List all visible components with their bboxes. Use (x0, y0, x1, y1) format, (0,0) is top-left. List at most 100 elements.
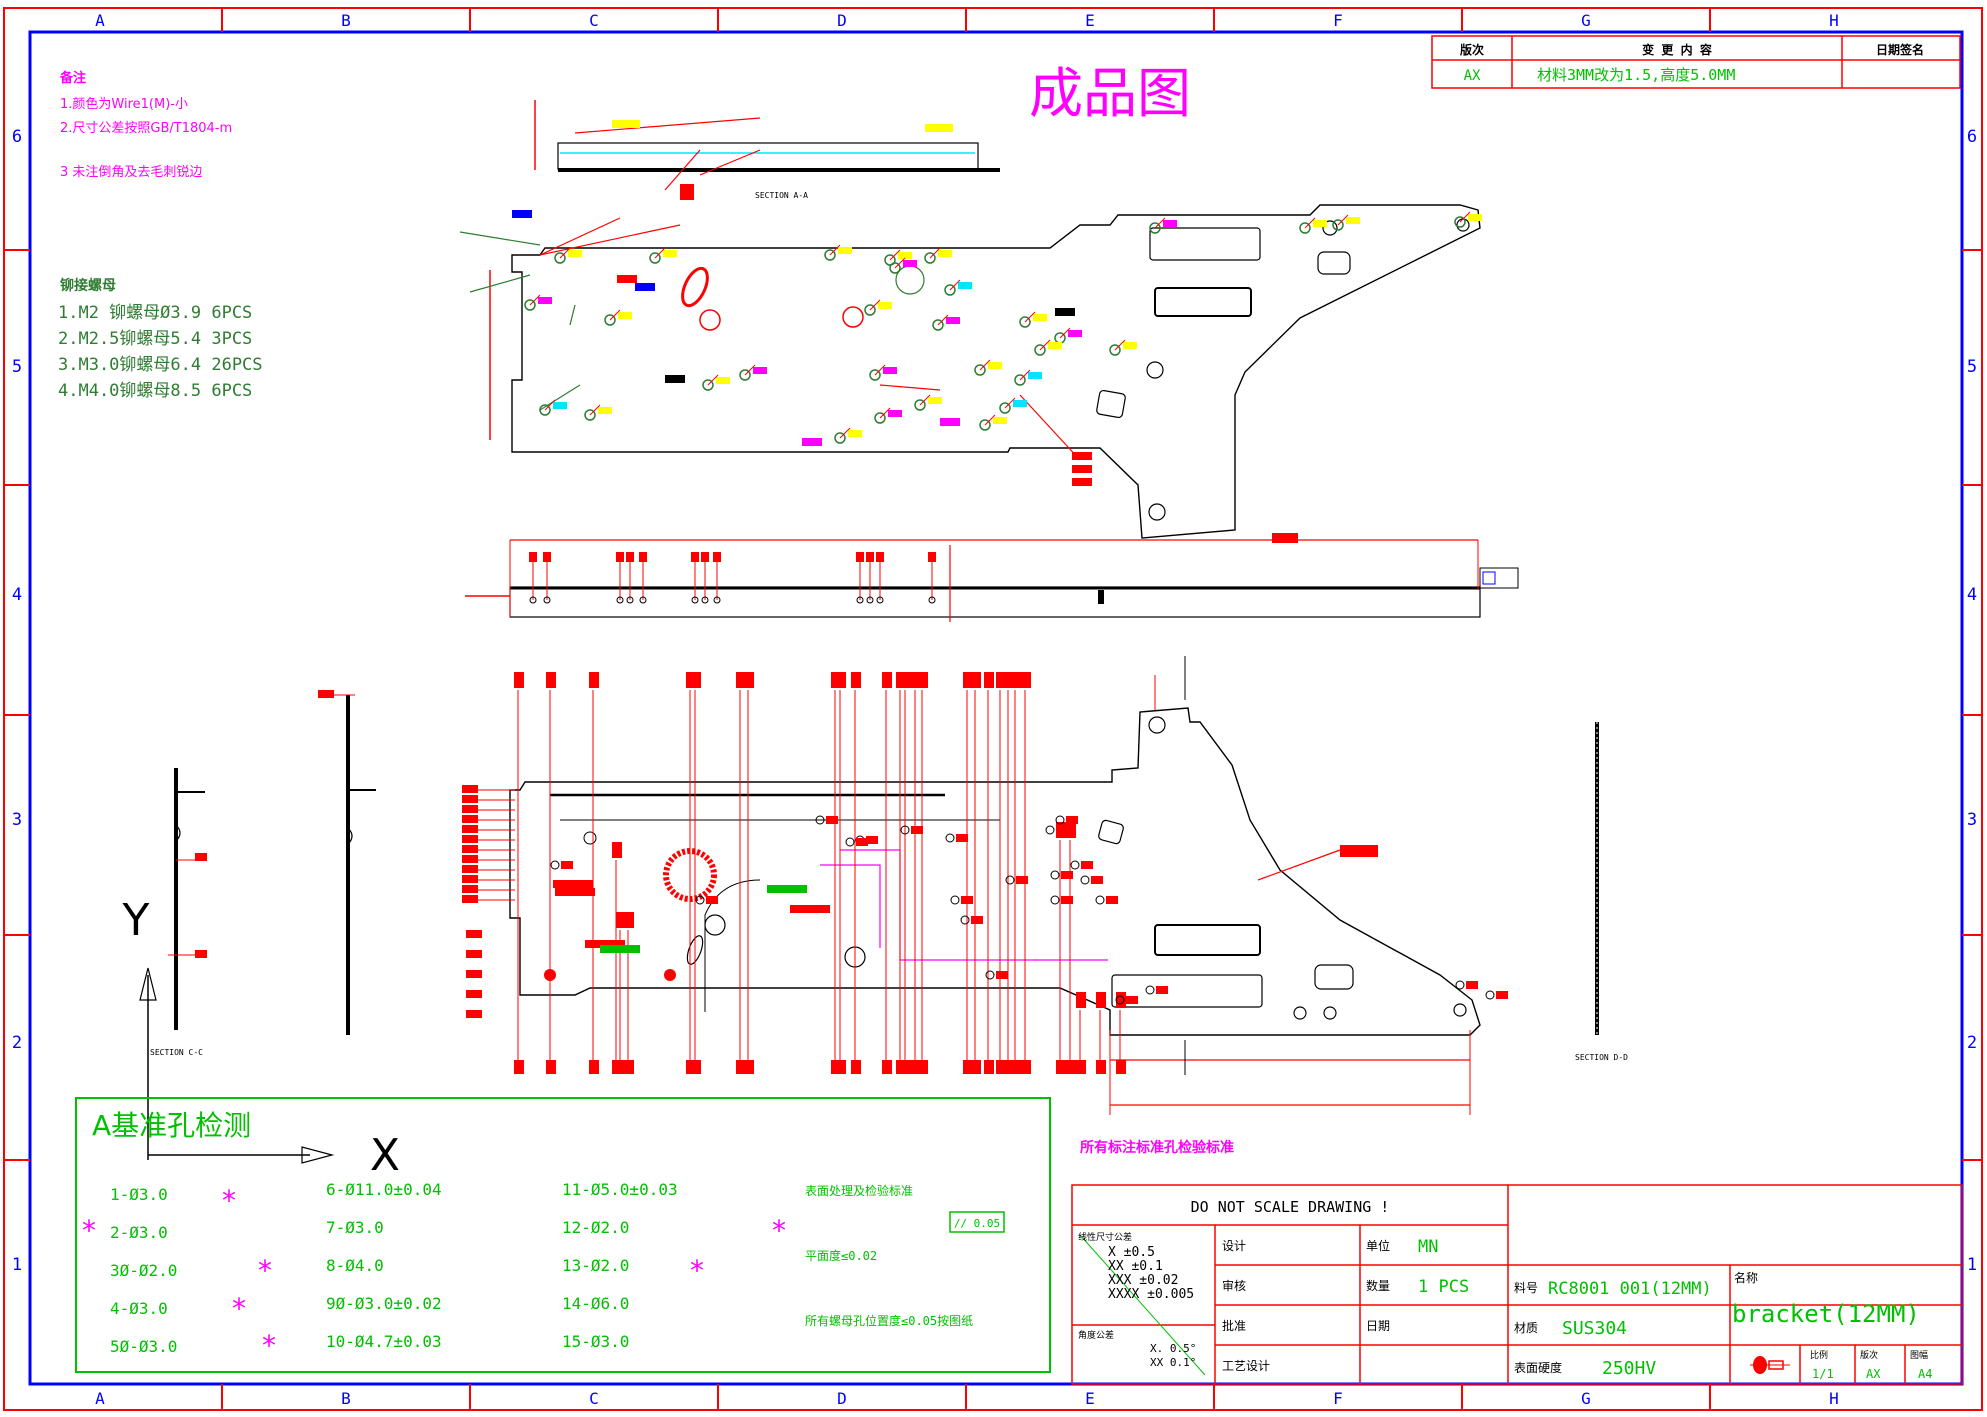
callout-tag (938, 250, 952, 257)
dimension-tag (1066, 822, 1076, 838)
qty-label: 数量 (1366, 1278, 1390, 1293)
dimension-tag (589, 1060, 599, 1074)
notes-heading: 备注 (59, 70, 86, 86)
dimension-tag (866, 552, 874, 562)
grid-col-label: F (1333, 1389, 1343, 1408)
process-label: 工艺设计 (1222, 1359, 1270, 1373)
callout-tag (1068, 330, 1082, 337)
callout-tag (585, 940, 625, 948)
section-view-d (318, 690, 376, 1035)
notes-green: 铆接螺母 1.M2 铆螺母Ø3.9 6PCS 2.M2.5铆螺母5.4 3PCS… (58, 277, 263, 401)
dimension-tag (1011, 1060, 1021, 1074)
grid-col-label: B (341, 11, 351, 30)
dimension-tag (462, 835, 478, 843)
hole-marker (866, 596, 874, 604)
grid-col-label: A (95, 11, 105, 30)
callout-tag (1056, 826, 1068, 834)
dimension-tag (462, 855, 478, 863)
hole-marker (999, 402, 1011, 414)
grid-row-label: 1 (1967, 1255, 1977, 1275)
dimension-tag (616, 552, 624, 562)
dimension-tag (736, 1060, 746, 1074)
callout-tag (911, 826, 923, 834)
dimension-tag (462, 785, 478, 793)
rivet-heading: 铆接螺母 (60, 277, 116, 294)
dimension-tag (876, 552, 884, 562)
callout-tag (1468, 214, 1482, 221)
hole-marker (550, 860, 560, 870)
callout-tag (1028, 372, 1042, 379)
leader-line (949, 279, 961, 291)
hole-marker (1070, 860, 1080, 870)
rev-header-content: 变 更 内 容 (1642, 42, 1712, 57)
rev-row-version: AX (1464, 68, 1481, 84)
dimension-tag (911, 1060, 921, 1074)
hole-marker (529, 596, 537, 604)
hole-marker (900, 825, 910, 835)
callout-tag (1156, 986, 1168, 994)
hole-marker (539, 404, 551, 416)
title-block (1071, 1184, 1963, 1385)
dimension-tag (901, 672, 911, 688)
hole-marker (649, 252, 661, 264)
callout-tag (1091, 876, 1103, 884)
notes-magenta: 备注 1.颜色为Wire1(M)-小 2.尺寸公差按照GB/T1804-m 3 … (59, 70, 232, 180)
leader-line (609, 309, 621, 321)
dimension-tag (971, 1060, 981, 1074)
dimension-tag (624, 1060, 634, 1074)
hole-marker (1014, 374, 1026, 386)
callout-tag (956, 834, 968, 842)
tolerance-heading: 线性尺寸公差 (1078, 1231, 1132, 1243)
grid-row-label: 6 (1967, 127, 1977, 147)
side-view-middle (465, 533, 1519, 622)
size-label: 图幅 (1910, 1349, 1928, 1361)
callout-tag (802, 438, 822, 446)
note-line-3: 3 未注倒角及去毛刺锐边 (60, 165, 202, 180)
dimension-tag (462, 825, 478, 833)
hole-marker (824, 249, 836, 261)
callout-tag (635, 283, 655, 291)
hole-marker (932, 319, 944, 331)
callout-tag (553, 402, 567, 409)
hole-marker (616, 596, 624, 604)
hole-marker (1454, 216, 1466, 228)
dimension-tag (466, 970, 482, 978)
grid-rows-left (4, 249, 30, 1161)
callout-tag (878, 302, 892, 309)
datum-check-item: 所有螺母孔位置度≤0.05按图纸 (805, 1313, 973, 1328)
dimension-tag (612, 842, 622, 858)
grid-col-label: F (1333, 11, 1343, 30)
tolerance-value: XXX ±0.02 (1108, 1273, 1178, 1288)
hole-marker (884, 254, 896, 266)
hole-marker (639, 596, 647, 604)
dimension-tag (462, 845, 478, 853)
hole-marker (1095, 895, 1105, 905)
callout-tag (568, 250, 582, 257)
callout-tag (1466, 981, 1478, 989)
grid-row-label: 2 (1967, 1033, 1977, 1053)
name-value: bracket(12MM) (1732, 1300, 1920, 1328)
callout-tag (716, 377, 730, 384)
dimension-tag (1096, 992, 1106, 1008)
leader-line (894, 257, 906, 269)
callout-tag (826, 816, 838, 824)
grid-col-label: C (589, 11, 599, 30)
tolerance-value: X ±0.5 (1108, 1245, 1155, 1260)
callout-tag (838, 247, 852, 254)
callout-tag (898, 252, 912, 259)
dimension-tag (911, 672, 921, 688)
hole-marker (950, 895, 960, 905)
approved-label: 批准 (1222, 1318, 1246, 1333)
svg-text:*: * (690, 1254, 704, 1287)
leader-line (1039, 339, 1051, 351)
callout-tag (706, 896, 718, 904)
section-view-right: SECTION D-D SECTION B-B (155, 722, 1628, 1062)
datum-check-item: 10-Ø4.7±0.03 (326, 1332, 442, 1351)
dimension-tag (836, 672, 846, 688)
outer-frame (3, 7, 1983, 1411)
grid-col-label: D (837, 11, 847, 30)
hole-marker (626, 596, 634, 604)
flatness-frame (949, 1211, 1005, 1233)
dimension-tag (626, 552, 634, 562)
datum-check-item: 表面处理及检验标准 (805, 1183, 913, 1198)
